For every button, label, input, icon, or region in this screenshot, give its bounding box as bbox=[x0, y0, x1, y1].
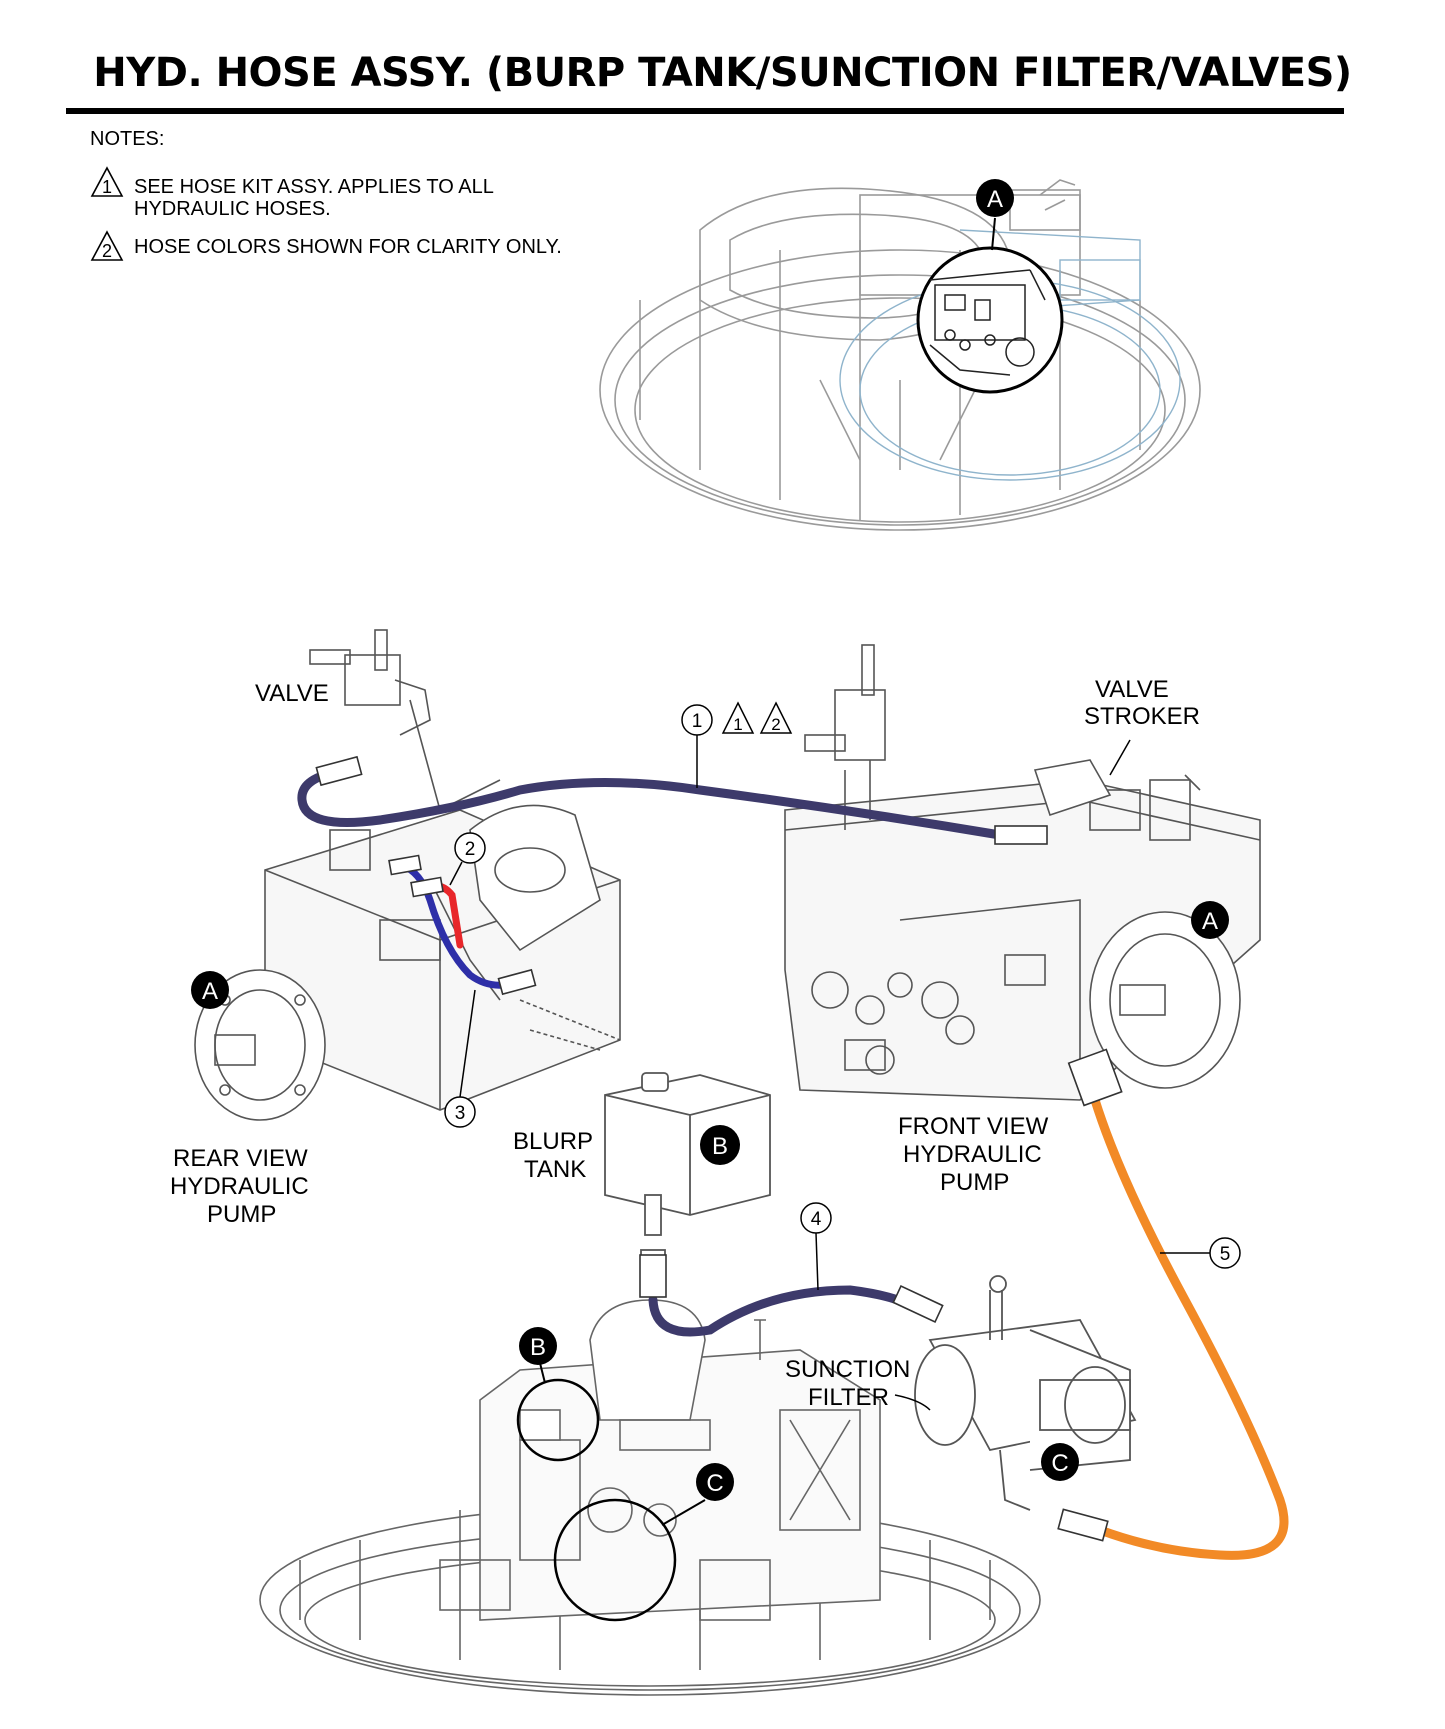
label-rear-view-1: REAR VIEW bbox=[173, 1145, 308, 1172]
machine-bottom bbox=[259, 1299, 1041, 1696]
svg-text:A: A bbox=[987, 186, 1003, 213]
hose-4 bbox=[648, 1285, 915, 1337]
label-rear-view-2: HYDRAULIC bbox=[170, 1173, 309, 1200]
svg-text:A: A bbox=[1202, 908, 1218, 935]
callout-2-label: 2 bbox=[465, 839, 476, 860]
notes-heading: NOTES: bbox=[90, 128, 165, 150]
callout-a-overview: A bbox=[976, 179, 1014, 217]
title-rule bbox=[66, 108, 1344, 114]
hose-5 bbox=[1090, 1095, 1289, 1560]
label-rear-view-3: PUMP bbox=[207, 1201, 277, 1228]
note-2-line-1: HOSE COLORS SHOWN FOR CLARITY ONLY. bbox=[134, 236, 562, 258]
label-valve: VALVE bbox=[255, 680, 329, 707]
callout-4 bbox=[800, 1202, 832, 1291]
label-blurp-tank-2: TANK bbox=[524, 1156, 587, 1183]
page-title: HYD. HOSE ASSY. (BURP TANK/SUNCTION FILT… bbox=[93, 50, 1352, 96]
label-suction-filter-1: SUNCTION bbox=[785, 1356, 911, 1383]
callout-b-machine: B bbox=[519, 1327, 557, 1365]
svg-text:2: 2 bbox=[102, 241, 112, 261]
label-blurp-tank-1: BLURP bbox=[513, 1128, 594, 1155]
callout-c-filter: C bbox=[1041, 1443, 1079, 1481]
callout-2 bbox=[449, 832, 486, 886]
hose-fittings bbox=[315, 755, 1123, 1542]
valve-left bbox=[309, 629, 501, 811]
label-valve-stroker-2: STROKER bbox=[1084, 703, 1201, 730]
callout-a-rear: A bbox=[191, 971, 229, 1009]
svg-text:B: B bbox=[712, 1133, 728, 1160]
note-1-line-2: HYDRAULIC HOSES. bbox=[134, 198, 331, 220]
label-suction-filter-2: FILTER bbox=[808, 1384, 889, 1411]
callout-a-front: A bbox=[1191, 901, 1229, 939]
svg-text:C: C bbox=[1051, 1450, 1068, 1477]
callout-1 bbox=[681, 704, 713, 788]
blurp-tank bbox=[604, 1072, 771, 1291]
leader-c-bottom bbox=[661, 1499, 706, 1526]
leader-valve-stroker bbox=[1109, 739, 1131, 776]
hose-1 bbox=[297, 767, 1005, 840]
note-1-triangle-icon: 1 bbox=[90, 166, 124, 197]
callout-c-machine: C bbox=[696, 1463, 734, 1501]
callout-5-label: 5 bbox=[1220, 1244, 1231, 1265]
callout-1-tri-2-label: 2 bbox=[771, 715, 780, 734]
leader-suction-filter bbox=[894, 1394, 931, 1411]
rear-view-hydraulic-pump bbox=[194, 804, 621, 1121]
machine-overview-top bbox=[599, 179, 1201, 531]
leader-b-bottom bbox=[539, 1362, 546, 1384]
svg-text:1: 1 bbox=[102, 177, 112, 197]
note-2-triangle-icon: 2 bbox=[90, 230, 124, 261]
hose-3 bbox=[396, 861, 519, 989]
svg-text:B: B bbox=[530, 1334, 546, 1361]
suction-filter bbox=[914, 1275, 1137, 1511]
detail-circle-b bbox=[516, 1378, 600, 1462]
callout-1-triangle-2 bbox=[759, 701, 793, 734]
detail-circle-c bbox=[553, 1498, 677, 1622]
callout-b-tank: B bbox=[700, 1125, 740, 1165]
svg-text:C: C bbox=[706, 1470, 723, 1497]
valve-right bbox=[804, 644, 1201, 830]
label-valve-stroker-1: VALVE bbox=[1095, 676, 1169, 703]
callout-3 bbox=[444, 989, 476, 1128]
label-front-view-1: FRONT VIEW bbox=[898, 1113, 1049, 1140]
svg-text:A: A bbox=[202, 978, 218, 1005]
callout-5 bbox=[1160, 1237, 1241, 1269]
overview-pump-detail bbox=[916, 217, 1064, 394]
front-view-hydraulic-pump bbox=[784, 779, 1261, 1101]
callout-1-label: 1 bbox=[692, 711, 703, 732]
note-1-line-1: SEE HOSE KIT ASSY. APPLIES TO ALL bbox=[134, 176, 494, 198]
callout-3-label: 3 bbox=[455, 1103, 466, 1124]
label-front-view-3: PUMP bbox=[940, 1169, 1010, 1196]
label-front-view-2: HYDRAULIC bbox=[903, 1141, 1042, 1168]
callout-4-label: 4 bbox=[811, 1209, 822, 1230]
callout-1-triangle-1 bbox=[721, 701, 755, 734]
callout-1-tri-1-label: 1 bbox=[733, 715, 742, 734]
